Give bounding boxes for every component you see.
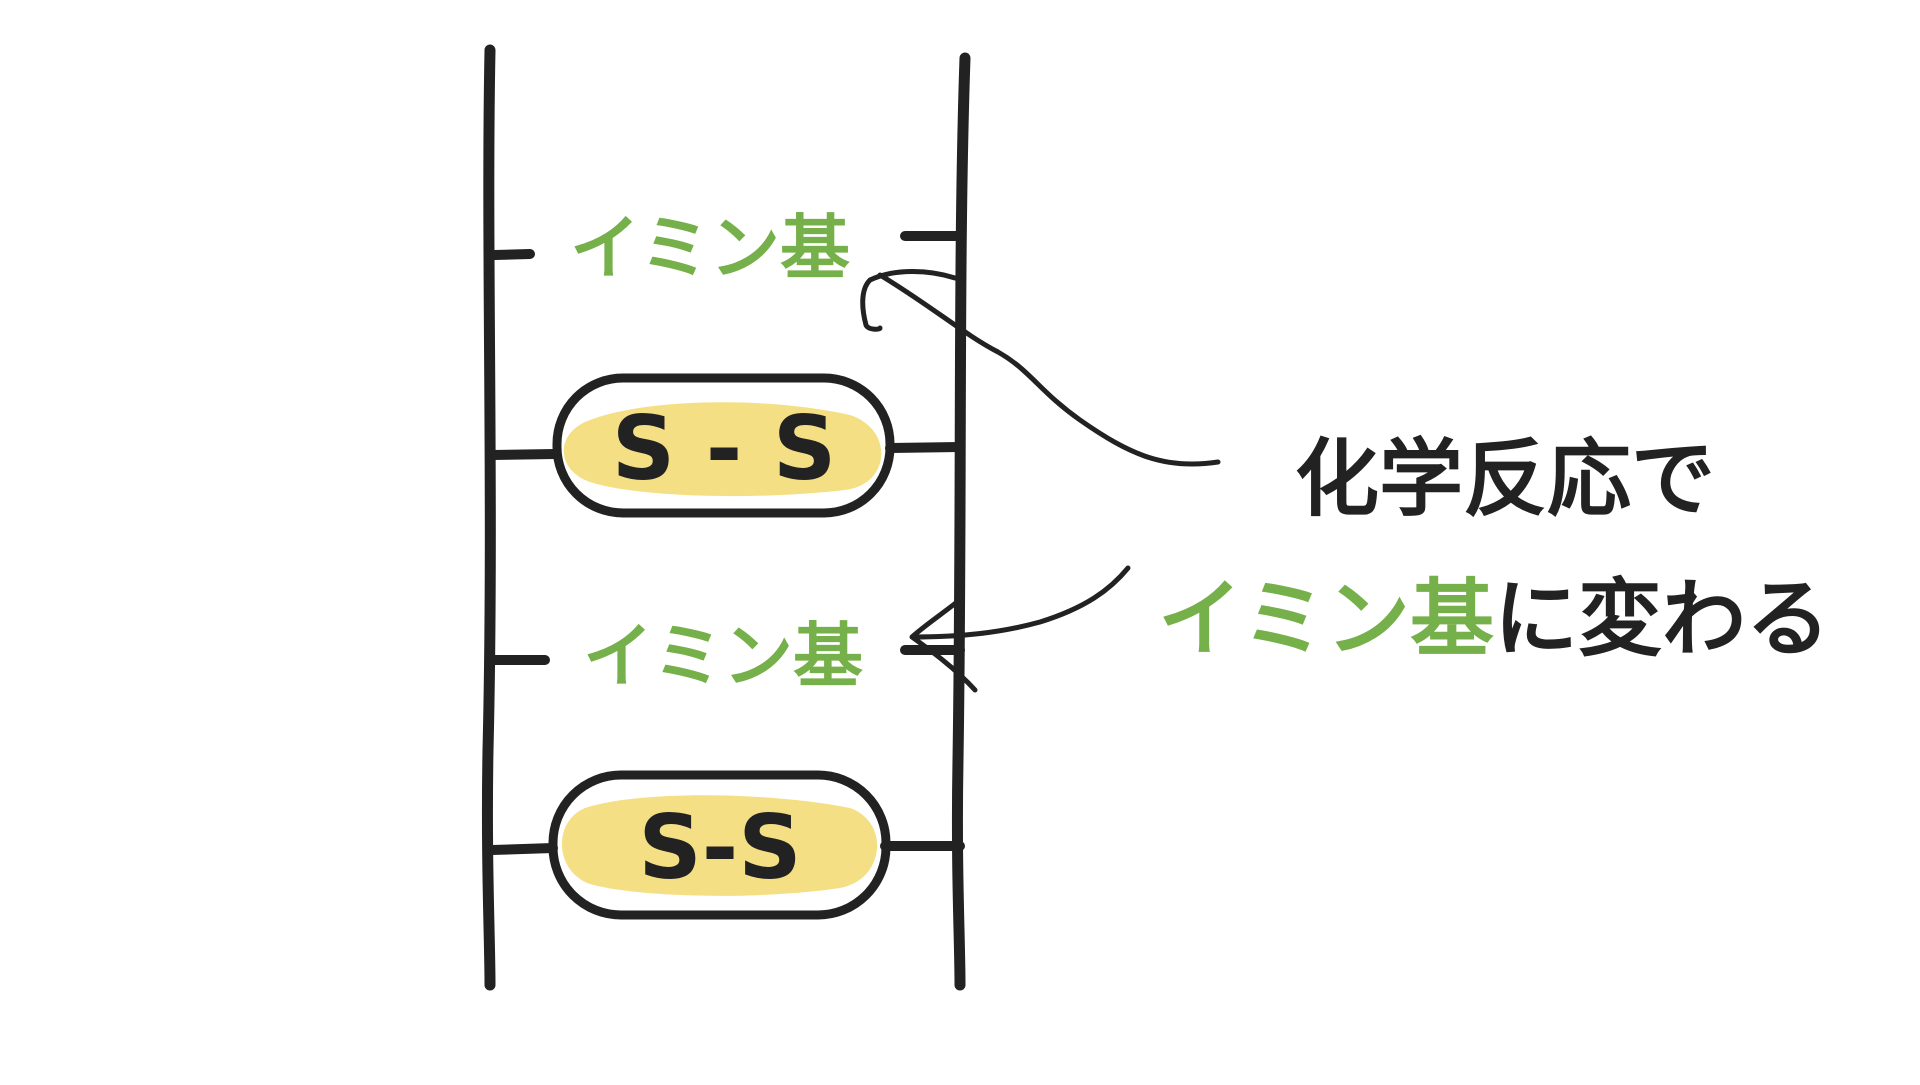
rung-ss-lower-left xyxy=(487,843,558,855)
left-rail xyxy=(481,44,496,991)
arrow-upper-shaft xyxy=(877,272,1221,467)
bond-label-lower: S-S xyxy=(638,796,801,899)
highlight-blob-upper xyxy=(563,402,882,497)
annotation-line-1: 化学反応で xyxy=(1295,430,1715,528)
arrow-to-upper-imine xyxy=(860,269,1221,467)
imine-label-lower: イミン基 xyxy=(583,615,863,697)
arrow-lower-head xyxy=(909,595,978,693)
rung-ss-upper-left xyxy=(487,449,560,460)
imine-label-upper: イミン基 xyxy=(570,207,850,289)
bond-capsule-lower xyxy=(548,770,891,920)
highlight-blob-lower xyxy=(561,795,878,896)
arrow-to-lower-imine xyxy=(909,565,1131,693)
arrow-lower-shaft xyxy=(910,565,1131,640)
annotation-line-2: イミン基に変わる xyxy=(1158,570,1830,668)
bond-capsule-upper xyxy=(552,373,895,518)
annotation-change-text: に変わる xyxy=(1494,570,1830,668)
bond-label-upper: S - S xyxy=(612,397,837,500)
disulfide-bond-lower: S-S xyxy=(548,770,891,920)
rung-imine-upper-left xyxy=(490,249,535,260)
rung-ss-upper-right xyxy=(885,442,965,453)
annotation-imine-text: イミン基 xyxy=(1158,570,1494,668)
disulfide-bond-upper: S - S xyxy=(552,373,895,518)
arrow-upper-head xyxy=(860,269,958,332)
right-rail xyxy=(951,52,971,991)
